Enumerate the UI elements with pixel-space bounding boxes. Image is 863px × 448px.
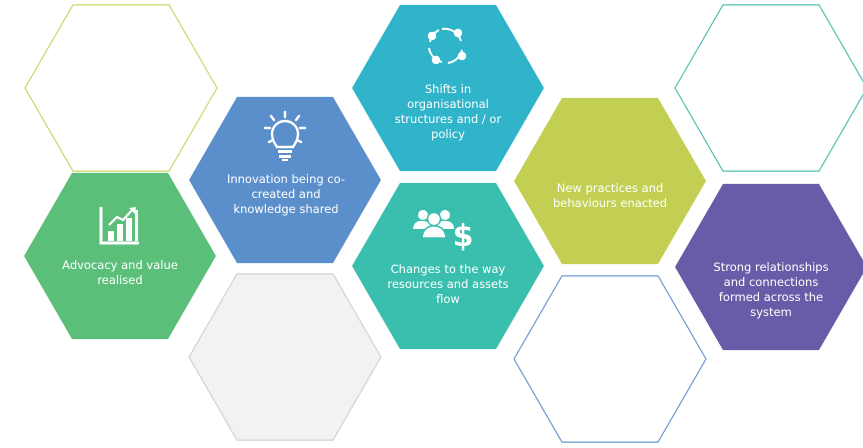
hexagon-resources [352,182,544,350]
hexagon-label-advocacy: Advocacy and value realised [62,258,178,287]
bar-chart-growth-icon [99,207,139,245]
hexagon-practices [514,97,706,265]
hexagon-innovation [189,96,381,264]
hexagon-label-shifts: Shifts in organisational structures and … [394,82,502,141]
hexagon-label-relationships: Strong relationships and connections for… [713,260,829,319]
svg-text:$: $ [453,219,474,254]
empty-hexagon [188,273,382,441]
hexagon-label-practices: New practices and behaviours enacted [552,181,668,210]
hexagon-label-resources: Changes to the way resources and assets … [387,262,509,306]
people-dollar-icon: $ [413,210,473,254]
circular-arrows-icon [427,27,467,65]
lightbulb-icon [263,110,307,161]
empty-hexagon [674,4,863,172]
empty-hexagon [24,4,218,172]
hexagon-shifts [352,4,544,172]
empty-hexagon [513,275,707,443]
hexagon-label-innovation: Innovation being co-created and knowledg… [226,172,346,216]
hexagon-advocacy [24,172,216,340]
hexagon-relationships [675,183,863,351]
